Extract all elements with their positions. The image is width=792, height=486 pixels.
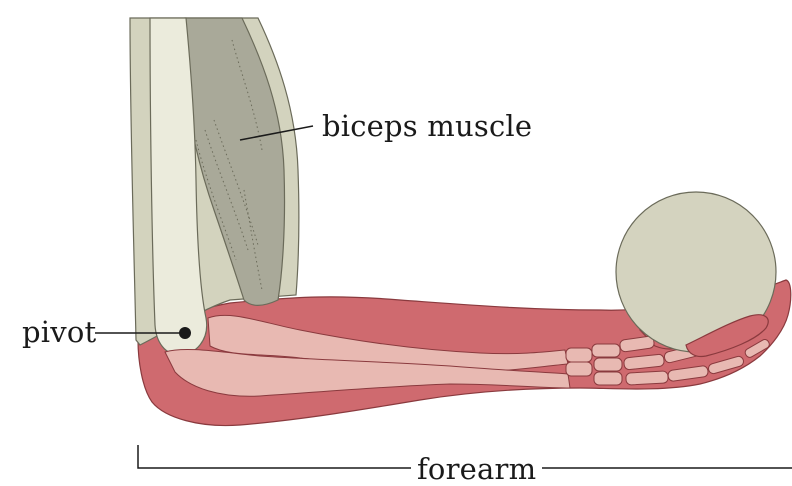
biceps-label: biceps muscle	[322, 112, 532, 141]
forearm-label: forearm	[411, 455, 542, 484]
pivot-label: pivot	[22, 318, 96, 347]
pivot-point	[179, 327, 191, 339]
